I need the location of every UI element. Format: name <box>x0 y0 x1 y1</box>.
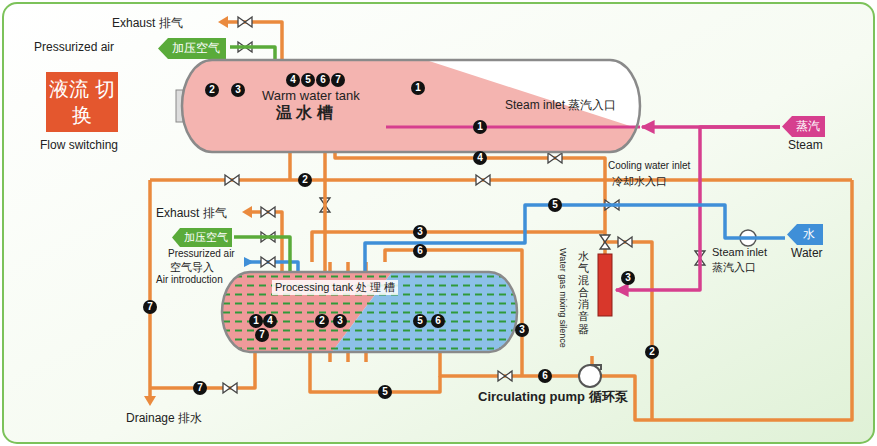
pipe-label: Exhaust 排气 <box>112 15 183 32</box>
node-title: Circulating pump 循环泵 <box>478 388 628 406</box>
pipe <box>148 180 152 398</box>
silencer: 水气混合消音器 Water gas mixing silence <box>526 246 616 356</box>
circulating-pump: Circulating pump 循环泵 <box>478 364 630 408</box>
callout-number: 5 <box>413 314 427 328</box>
pipe-label: Cooling water inlet <box>608 160 690 171</box>
pipe <box>150 178 852 182</box>
callout-number: 3 <box>515 323 529 337</box>
pipes <box>150 22 852 420</box>
callout-number: 2 <box>315 314 329 328</box>
callout-number: 6 <box>538 369 552 383</box>
callout-number: 7 <box>255 328 269 342</box>
node-title: 加压空气 <box>172 228 232 247</box>
pipe-connector <box>230 47 275 60</box>
pipe-connector <box>440 352 478 376</box>
pipe <box>288 152 292 180</box>
callout-number: 1 <box>249 314 263 328</box>
node-subtitle: Water <box>791 246 823 260</box>
node-subtitle: Water gas mixing silence <box>557 248 568 348</box>
callout-number: 7 <box>143 300 157 314</box>
pipe-label: Drainage 排水 <box>126 410 202 427</box>
pipe <box>346 262 350 272</box>
sil-outline <box>526 246 616 356</box>
node-title: 水 <box>787 224 823 245</box>
panel <box>3 3 874 443</box>
callout-number: 4 <box>263 314 277 328</box>
valve-symbol <box>618 237 632 247</box>
pipe-label: Steam inlet <box>712 246 767 258</box>
callout-number: 3 <box>621 271 635 285</box>
arrow-head <box>144 396 156 406</box>
callout-number: 6 <box>431 314 445 328</box>
node-title: 蒸汽 <box>782 116 825 137</box>
node-subtitle: Steam <box>788 138 823 152</box>
callout-number: 3 <box>333 314 347 328</box>
water-source: 水Water <box>785 224 837 264</box>
valve-symbol <box>600 235 610 249</box>
callout-number: 1 <box>411 81 425 95</box>
valve-symbol <box>261 207 275 217</box>
arrow-head <box>242 206 252 218</box>
pipe-connector <box>590 356 594 364</box>
callout-number: 6 <box>413 244 427 258</box>
node-title: Pressurized air <box>34 40 114 54</box>
pipe <box>346 352 350 362</box>
callout-number: 5 <box>301 73 315 87</box>
valve-symbol <box>223 383 237 393</box>
pipe-connector <box>616 127 780 290</box>
callout-number: 3 <box>413 225 427 239</box>
pipe <box>364 352 368 362</box>
callout-number: 4 <box>473 151 487 165</box>
node-title: 液流 切换 <box>46 72 118 132</box>
node-title: Warm water tank <box>262 88 360 103</box>
pipe-label: 冷却水入口 <box>612 174 667 189</box>
air-inlet-box: 加压空气 <box>172 228 234 249</box>
valve-symbol <box>498 371 512 381</box>
air-inlet-box: Pressurized air 加压空气 <box>34 38 230 61</box>
valve-symbol <box>548 153 562 163</box>
callout-number: 2 <box>205 83 219 97</box>
node-subtitle: 加压空气 <box>158 38 226 59</box>
pipe <box>478 374 579 378</box>
pipe <box>328 262 332 272</box>
valve-symbol <box>261 257 275 267</box>
callout-number: 5 <box>378 385 392 399</box>
mode-box: 液流 切换 Flow switching <box>40 72 130 160</box>
callout-number: 2 <box>298 173 312 187</box>
valve-symbol <box>238 17 252 27</box>
pipe-label: Steam inlet 蒸汽入口 <box>505 97 616 114</box>
pipe-label: Air introduction <box>156 274 223 285</box>
pipe <box>226 22 282 60</box>
callout-number: 4 <box>286 73 300 87</box>
pipe-label: Pressurized air <box>168 248 235 259</box>
arrow-head <box>244 257 254 267</box>
node-subtitle: Flow switching <box>40 138 118 152</box>
valve-symbol <box>225 175 239 185</box>
steam-source: 蒸汽Steam <box>780 116 838 156</box>
pipe-label: Exhaust 排气 <box>156 205 227 222</box>
pipe <box>328 352 332 362</box>
callout-number: 3 <box>231 83 245 97</box>
node-subtitle: 温 水 槽 <box>276 104 333 122</box>
pipe-label: 空气导入 <box>170 260 214 275</box>
node-title: 水气混合消音器 <box>578 250 589 335</box>
callout-number: 1 <box>473 120 487 134</box>
callout-number: 6 <box>316 73 330 87</box>
pipe <box>335 152 605 254</box>
valve-symbol <box>476 175 490 185</box>
node-title: Processing tank 处 理 槽 <box>272 280 398 295</box>
pipe-connector <box>234 237 290 272</box>
pipe <box>310 352 440 392</box>
callout-number: 7 <box>331 73 345 87</box>
pipe-connector <box>323 152 327 272</box>
arrow-head <box>218 16 228 28</box>
pipe-label: 蒸汽入口 <box>712 260 756 275</box>
callout-number: 7 <box>193 381 207 395</box>
callout-number: 5 <box>548 198 562 212</box>
callout-number: 2 <box>645 345 659 359</box>
